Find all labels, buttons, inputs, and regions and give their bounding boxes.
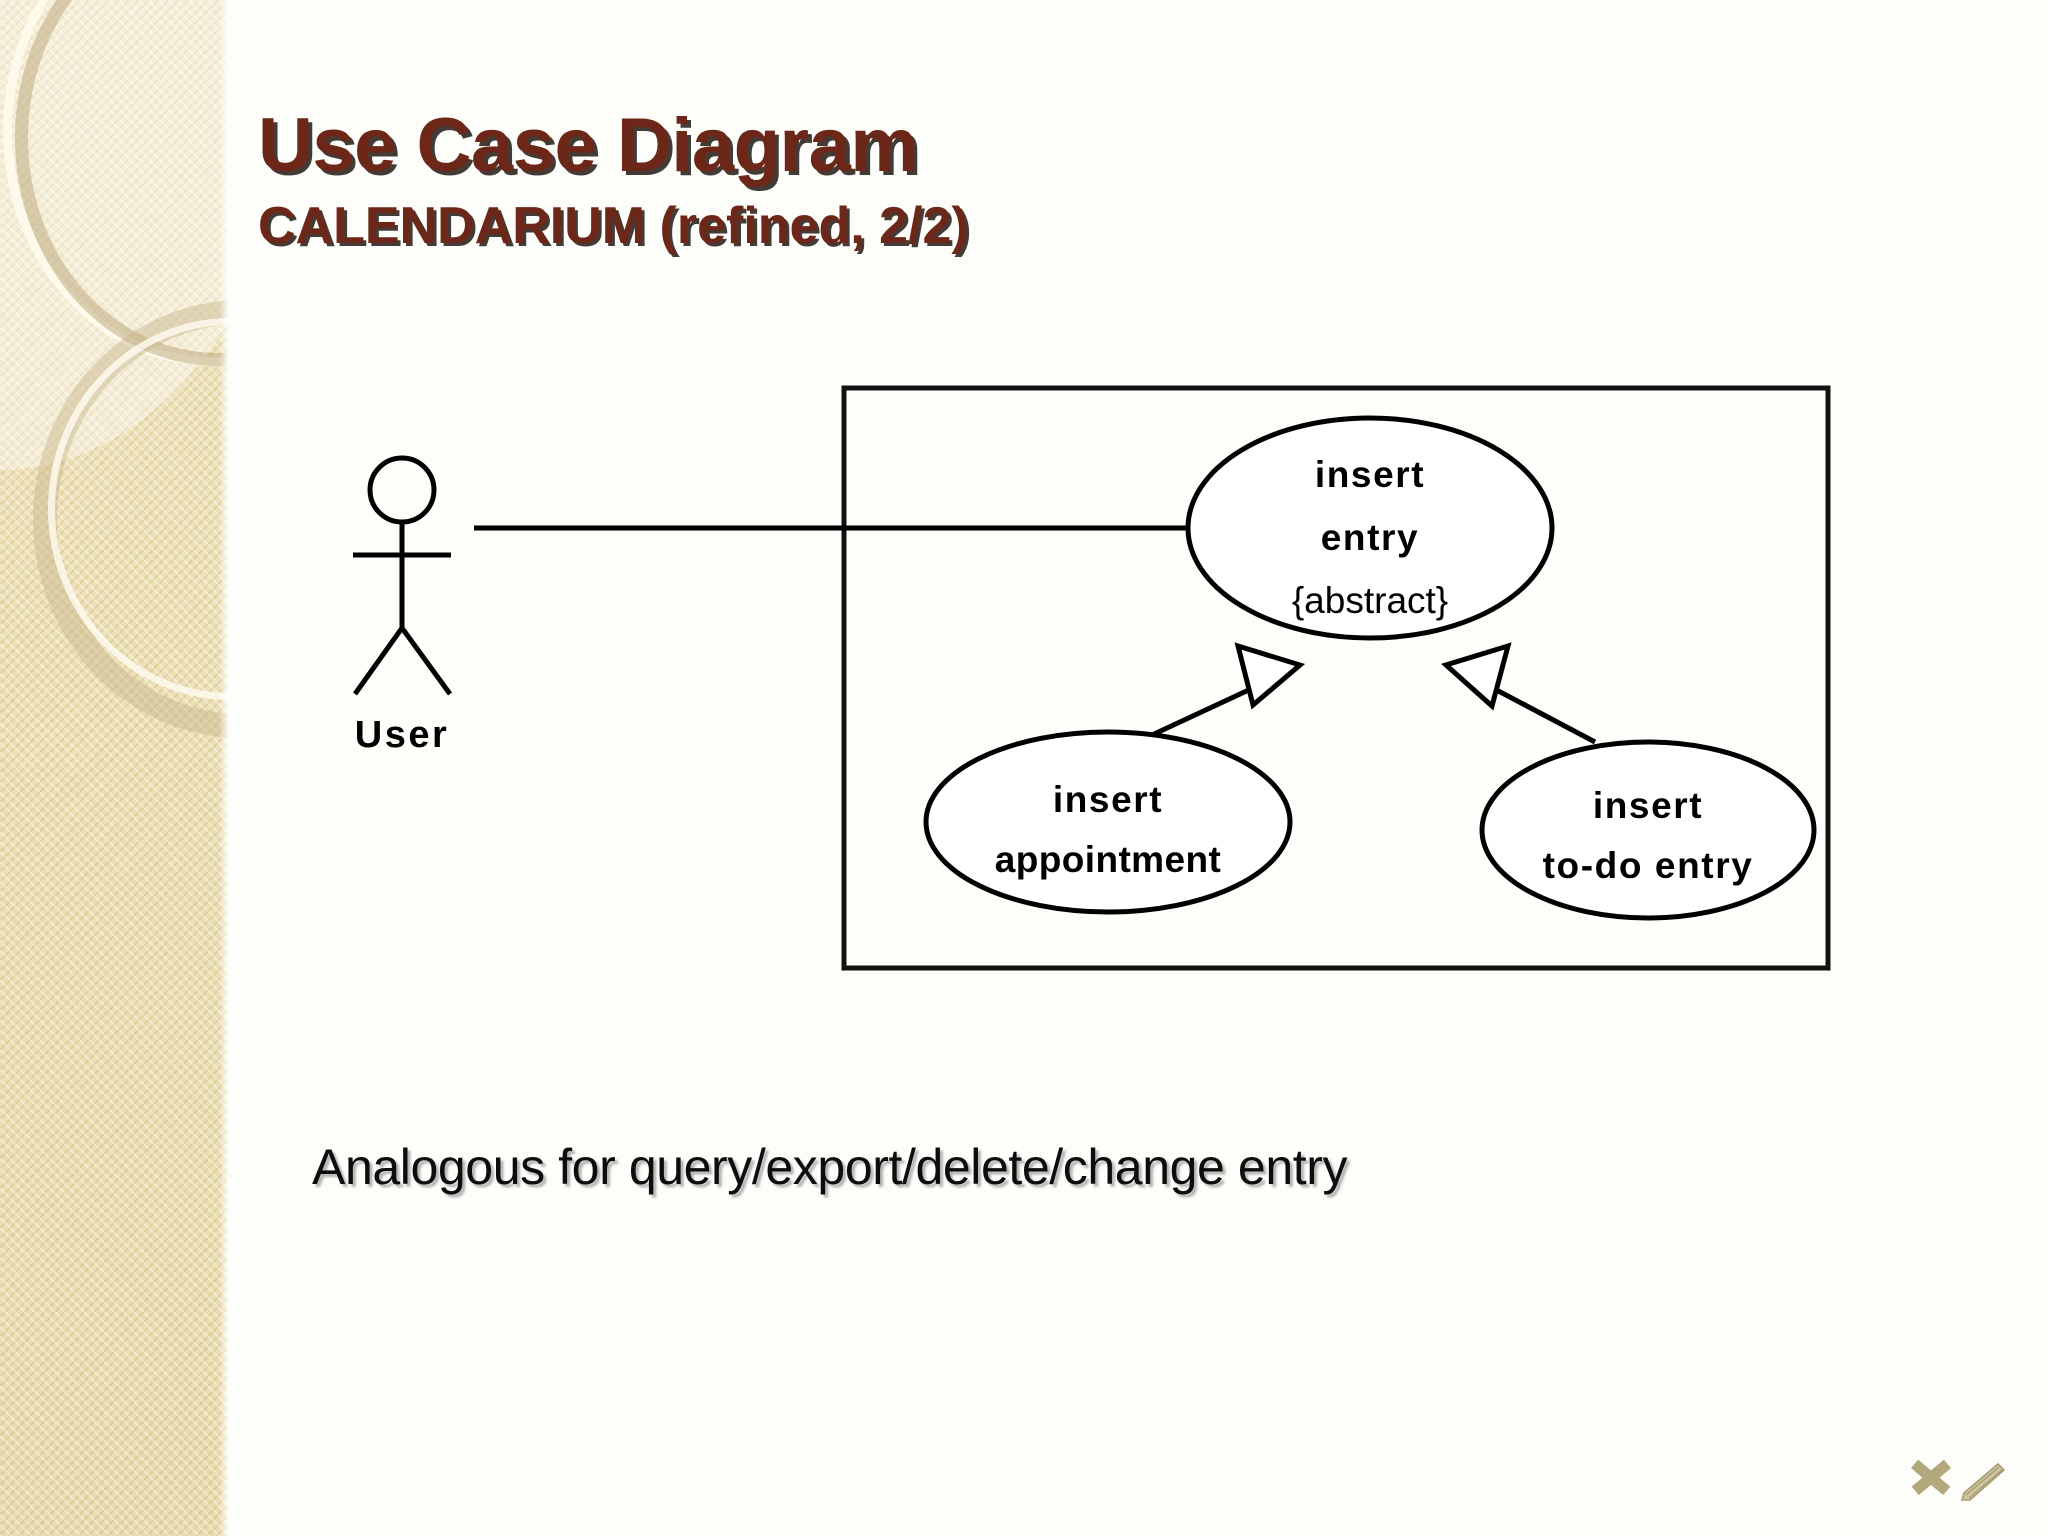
page-subtitle: CALENDARIUM (refined, 2/2) (258, 197, 969, 255)
use-case-ellipse (923, 729, 1293, 915)
use-case-insert-entry[interactable]: insert entry {abstract} (1185, 415, 1555, 641)
use-case-abstract-stereotype: {abstract} (1292, 580, 1448, 621)
actor-label: User (355, 714, 450, 756)
use-case-insert-to-do-entry[interactable]: insert to-do entry (1479, 739, 1817, 921)
decorative-sidebar (0, 0, 228, 1536)
title-block: Use Case Diagram CALENDARIUM (refined, 2… (258, 103, 1658, 255)
use-case-ellipse (1479, 739, 1817, 921)
use-case-ellipse (1185, 415, 1555, 641)
actor-user[interactable]: User (352, 455, 453, 756)
generalization-line (1487, 683, 1597, 745)
use-case-label-line2: appointment (995, 839, 1221, 880)
use-case-insert-appointment[interactable]: insert appointment (923, 729, 1293, 915)
x-mark-icon (1911, 1459, 1951, 1496)
actor-head-icon (367, 455, 437, 525)
sidebar-edge-highlight (219, 0, 228, 1536)
use-case-label-line1: insert (1315, 454, 1425, 495)
generalization-arrowhead-icon (1234, 642, 1306, 710)
use-case-label-line2: entry (1321, 517, 1419, 558)
generalization-appointment-to-entry (1150, 642, 1306, 738)
generalization-todo-to-entry (1441, 642, 1597, 745)
caption-text: Analogous for query/export/delete/change… (312, 1139, 1348, 1195)
use-case-label-line1: insert (1593, 785, 1703, 826)
generalization-arrowhead-icon (1441, 642, 1512, 711)
page-title: Use Case Diagram (258, 103, 918, 188)
use-case-label-line2: to-do entry (1543, 845, 1754, 886)
use-case-label-line1: insert (1053, 779, 1163, 820)
pen-icon (1960, 1462, 2006, 1501)
system-boundary-box (841, 385, 1831, 971)
corner-logo (1911, 1459, 2006, 1501)
actor-leg-right (399, 626, 453, 696)
generalization-line (1150, 685, 1255, 738)
actor-leg-left (352, 626, 405, 696)
